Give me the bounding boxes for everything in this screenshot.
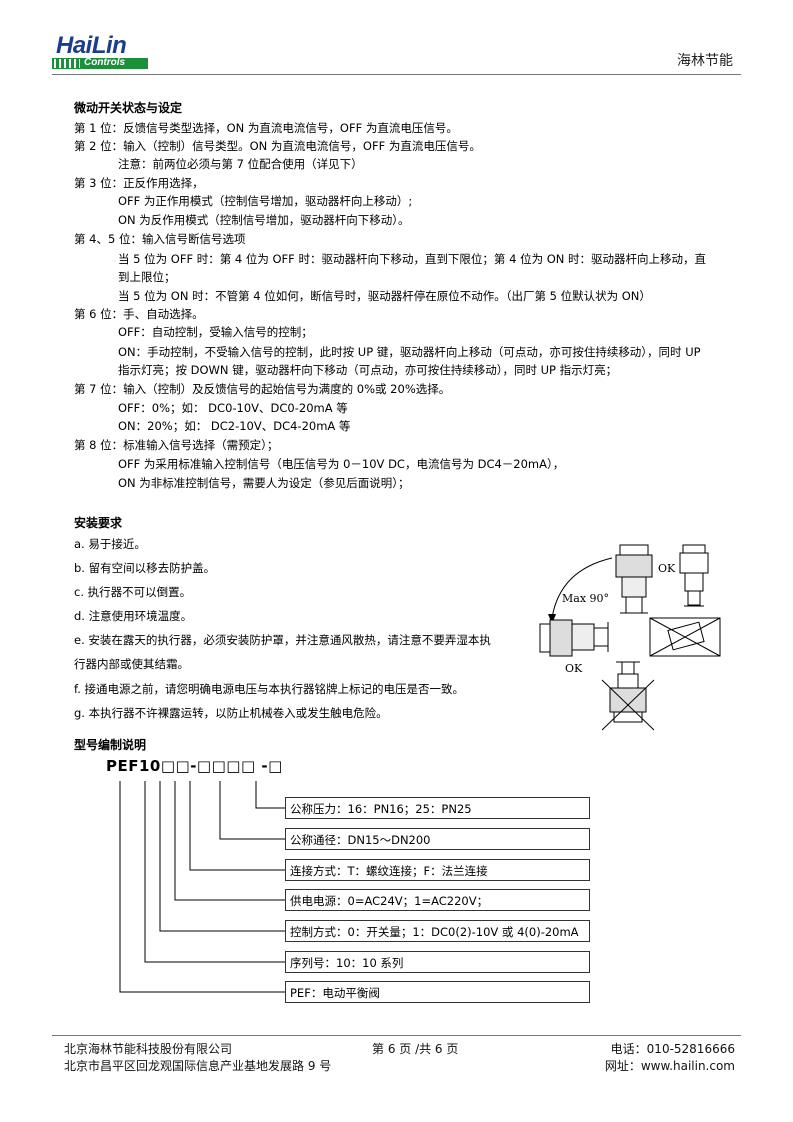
switch-line: ON：手动控制，不受输入信号的控制，此时按 UP 键，驱动器杆向上移动（可点动，… bbox=[118, 345, 701, 359]
actuator-upright-icon bbox=[615, 544, 653, 614]
footer-divider bbox=[52, 1035, 741, 1036]
switch-line: 第 1 位：反馈信号类型选择，ON 为直流电流信号，OFF 为直流电压信号。 bbox=[74, 121, 458, 135]
switch-line: 第 4、5 位：输入信号断信号选项 bbox=[74, 232, 246, 246]
logo-subtext: Controls bbox=[84, 57, 126, 68]
switch-line: OFF 为正作用模式（控制信号增加，驱动器杆向上移动）; bbox=[118, 194, 413, 208]
switch-line: OFF：0%；如： DC0-10V、DC0-20mA 等 bbox=[118, 401, 348, 415]
actuator-angled-not-allowed-icon bbox=[649, 617, 721, 657]
switch-line: 第 3 位：正反作用选择， bbox=[74, 176, 204, 190]
footer-phone: 电话：010-52816666 bbox=[610, 1042, 735, 1056]
switch-line: ON：20%；如： DC2-10V、DC4-20mA 等 bbox=[118, 419, 351, 433]
arc-arrowhead-icon bbox=[548, 614, 556, 624]
model-field-control: 控制方式：0：开关量；1：DC0(2)-10V 或 4(0)-20mA bbox=[285, 920, 590, 942]
model-field-power: 供电电源：0=AC24V；1=AC220V； bbox=[285, 889, 590, 911]
switch-line: ON 为非标准控制信号，需要人为设定（参见后面说明）； bbox=[118, 476, 410, 490]
footer-website: 网址：www.hailin.com bbox=[604, 1059, 735, 1073]
model-field-connection: 连接方式：T：螺纹连接；F：法兰连接 bbox=[285, 859, 590, 881]
ok-top-label: OK bbox=[658, 562, 676, 575]
switch-line: 到上限位； bbox=[118, 270, 176, 284]
switch-section-title: 微动开关状态与设定 bbox=[74, 101, 183, 115]
rotation-arc bbox=[551, 557, 613, 619]
logo-bar bbox=[52, 58, 148, 69]
footer-page-number: 第 6 页 /共 6 页 bbox=[372, 1042, 459, 1056]
header-company-short: 海林节能 bbox=[677, 53, 733, 69]
install-item: 行器内部或使其结霜。 bbox=[74, 657, 189, 671]
mounting-orientation-figure: OK Max 90° OK bbox=[539, 544, 721, 731]
max-angle-label: Max 90° bbox=[562, 592, 609, 605]
install-item: c. 执行器不可以倒置。 bbox=[74, 585, 192, 599]
model-code: PEF10□□-□□□□ -□ bbox=[106, 757, 283, 775]
company-logo: HaiLin Controls bbox=[52, 32, 152, 70]
logo-text: HaiLin bbox=[56, 32, 127, 59]
install-item: f. 接通电源之前，请您明确电源电压与本执行器铭牌上标记的电压是否一致。 bbox=[74, 682, 465, 696]
actuator-outline-icon bbox=[679, 544, 709, 607]
switch-line: OFF 为采用标准输入控制信号（电压信号为 0－10V DC，电流信号为 DC4… bbox=[118, 457, 565, 471]
install-item: e. 安装在露天的执行器，必须安装防护罩，并注意通风散热，请注意不要弄湿本执 bbox=[74, 633, 491, 647]
install-item: a. 易于接近。 bbox=[74, 537, 146, 551]
install-section-title: 安装要求 bbox=[74, 516, 123, 530]
footer-company: 北京海林节能科技股份有限公司 bbox=[64, 1042, 233, 1056]
switch-line: 指示灯亮；按 DOWN 键，驱动器杆向下移动（可点动，亦可按住持续移动），同时 … bbox=[118, 363, 618, 377]
switch-line: 当 5 位为 ON 时：不管第 4 位如何，断信号时，驱动器杆停在原位不动作。（… bbox=[118, 289, 651, 303]
actuator-horizontal-icon bbox=[539, 619, 609, 657]
model-field-product: PEF：电动平衡阀 bbox=[285, 981, 590, 1003]
switch-line: 第 8 位：标准输入信号选择（需预定）； bbox=[74, 438, 279, 452]
model-field-series: 序列号：10：10 系列 bbox=[285, 951, 590, 973]
header-divider bbox=[52, 74, 741, 75]
switch-line: 注意：前两位必须与第 7 位配合使用（详见下） bbox=[118, 157, 363, 171]
switch-line: 第 2 位：输入（控制）信号类型。ON 为直流电流信号，OFF 为直流电压信号。 bbox=[74, 139, 481, 153]
switch-line: 第 6 位：手、自动选择。 bbox=[74, 307, 204, 321]
model-field-pressure: 公称压力：16：PN16；25：PN25 bbox=[285, 797, 590, 819]
model-field-diameter: 公称通径：DN15～DN200 bbox=[285, 828, 590, 850]
ok-left-label: OK bbox=[565, 662, 583, 675]
switch-line: OFF：自动控制，受输入信号的控制； bbox=[118, 325, 313, 339]
logo-stripes bbox=[54, 59, 80, 68]
install-item: g. 本执行器不许裸露运转，以防止机械卷入或发生触电危险。 bbox=[74, 706, 388, 720]
footer-address: 北京市昌平区回龙观国际信息产业基地发展路 9 号 bbox=[64, 1059, 332, 1073]
model-section-title: 型号编制说明 bbox=[74, 738, 147, 752]
install-item: d. 注意使用环境温度。 bbox=[74, 609, 193, 623]
switch-line: 第 7 位：输入（控制）及反馈信号的起始信号为满度的 0%或 20%选择。 bbox=[74, 382, 451, 396]
switch-line: 当 5 位为 OFF 时：第 4 位为 OFF 时：驱动器杆向下移动，直到下限位… bbox=[118, 252, 707, 266]
install-item: b. 留有空间以移去防护盖。 bbox=[74, 561, 216, 575]
switch-line: ON 为反作用模式（控制信号增加，驱动器杆向下移动）。 bbox=[118, 213, 410, 227]
actuator-inverted-not-allowed-icon bbox=[601, 661, 655, 731]
